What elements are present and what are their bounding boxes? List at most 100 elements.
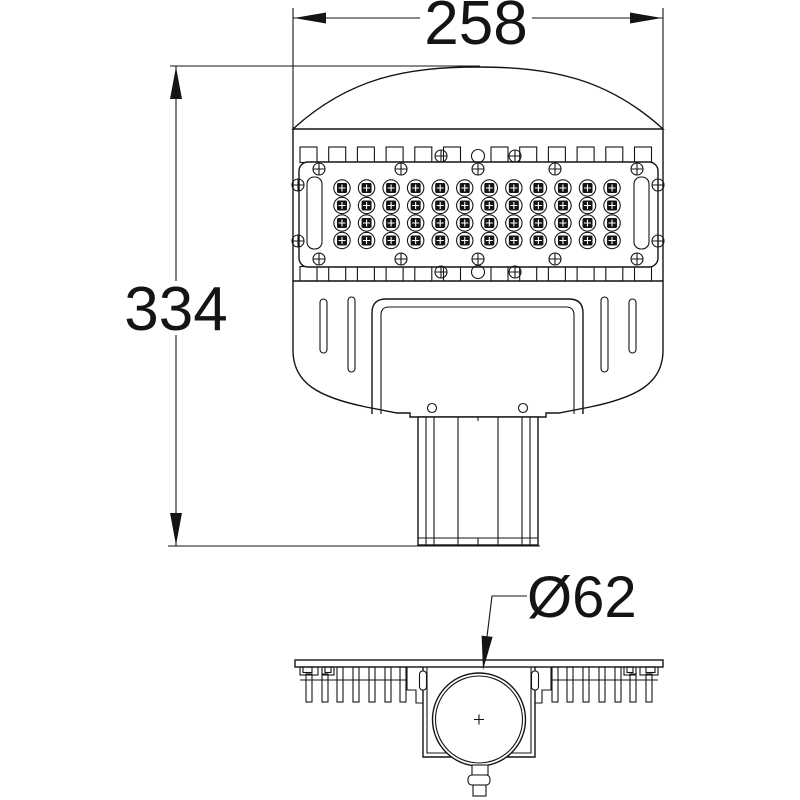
led — [578, 196, 597, 215]
led-chip-pattern — [485, 219, 493, 227]
led-lens — [431, 196, 449, 215]
screw-slot — [313, 253, 325, 265]
heatsink-tab — [356, 146, 375, 164]
led-chip-pattern — [412, 184, 420, 192]
led-lens — [406, 196, 425, 215]
led-chip-pattern — [412, 219, 420, 227]
panel-screws — [291, 148, 665, 280]
led-chip-pattern — [485, 184, 493, 192]
body-vent-slot-left-outer — [319, 298, 328, 354]
bottom-view: Ø62 — [294, 565, 664, 797]
led-lens — [529, 231, 548, 250]
led — [603, 231, 621, 250]
heatsink-tab — [442, 146, 462, 164]
screw-slot — [652, 179, 664, 191]
led-lens — [480, 231, 499, 250]
heatsink-tab — [519, 146, 538, 164]
heatsink-fin — [399, 666, 407, 703]
screw-slot — [435, 266, 447, 278]
led-chip-pattern — [363, 184, 371, 192]
led-lens — [406, 214, 425, 232]
led-chip-pattern — [534, 184, 542, 192]
bracket-step-left — [406, 667, 423, 704]
pole-mount — [417, 416, 539, 546]
heatsink-tab — [605, 146, 624, 164]
led-chip-pattern — [485, 202, 493, 209]
screw — [394, 162, 408, 176]
led-lens — [357, 196, 376, 215]
label-backing — [420, 0, 532, 47]
led-lens — [480, 196, 499, 215]
led-chip-pattern — [534, 237, 542, 244]
led-lens — [382, 231, 400, 250]
led-lens — [431, 214, 449, 232]
led — [554, 231, 572, 250]
led-chip-pattern — [461, 219, 469, 227]
led-lens — [382, 196, 400, 215]
screw — [394, 252, 408, 266]
screw — [312, 252, 326, 266]
led-chip-pattern — [436, 202, 444, 209]
led-chip-pattern — [608, 202, 616, 209]
led — [333, 231, 351, 250]
heatsink-fin — [336, 666, 344, 703]
led — [333, 214, 351, 232]
led-chip-pattern — [363, 219, 371, 227]
screw — [312, 162, 326, 176]
screw-slot — [395, 253, 407, 265]
led — [431, 196, 449, 215]
led — [382, 179, 400, 197]
body-vent-slot-right-outer — [628, 298, 637, 354]
led-lens — [406, 231, 425, 250]
led — [382, 196, 400, 215]
led-chip-pattern — [363, 202, 371, 209]
led — [357, 214, 376, 232]
led-chip-pattern — [559, 202, 567, 209]
pilot-hole — [470, 148, 486, 164]
heatsink-tab — [385, 146, 404, 164]
led-chip-pattern — [387, 184, 395, 192]
heatsink-tab — [490, 146, 509, 164]
heatsink-fin — [582, 666, 590, 703]
heatsink-fin — [614, 666, 622, 703]
led — [505, 231, 523, 250]
led-chip-pattern — [461, 202, 469, 209]
leader-line — [483, 595, 527, 662]
screw — [471, 252, 485, 266]
arrowhead-top — [170, 67, 182, 99]
led-chip-pattern — [584, 219, 591, 227]
led-lens — [357, 179, 376, 197]
led-panel-slot-left — [306, 176, 323, 250]
heatsink-fin — [384, 666, 392, 703]
heatsink-tab — [605, 265, 624, 282]
body-vent-slot-left-inner — [347, 296, 356, 373]
label-backing — [122, 281, 230, 335]
led-chip-pattern — [338, 219, 346, 227]
led-chip-pattern — [363, 237, 371, 244]
screw-slot — [292, 179, 304, 191]
led — [455, 214, 474, 232]
heatsink-tab — [576, 265, 595, 282]
led — [357, 231, 376, 250]
led-lens — [455, 179, 474, 197]
screw-slot — [472, 253, 484, 265]
led — [529, 231, 548, 250]
screw — [651, 234, 665, 248]
pole-socket-inner-circle — [434, 675, 524, 764]
dimension-height: 334 — [122, 65, 540, 547]
heatsink-fin — [566, 666, 574, 703]
led-lens — [554, 231, 572, 250]
led — [382, 214, 400, 232]
led-chip-pattern — [584, 237, 591, 244]
led-chip-pattern — [436, 219, 444, 227]
led-chip-pattern — [387, 219, 395, 227]
mount-clip-inner — [302, 666, 313, 674]
heatsink-fin — [305, 673, 313, 703]
screw — [630, 162, 644, 176]
dimension-height-label: 334 — [124, 275, 227, 344]
led — [455, 196, 474, 215]
led-lens — [382, 179, 400, 197]
led-chip-pattern — [534, 219, 542, 227]
pilot-hole — [470, 264, 486, 280]
heatsink-tabs-bottom — [299, 265, 653, 282]
